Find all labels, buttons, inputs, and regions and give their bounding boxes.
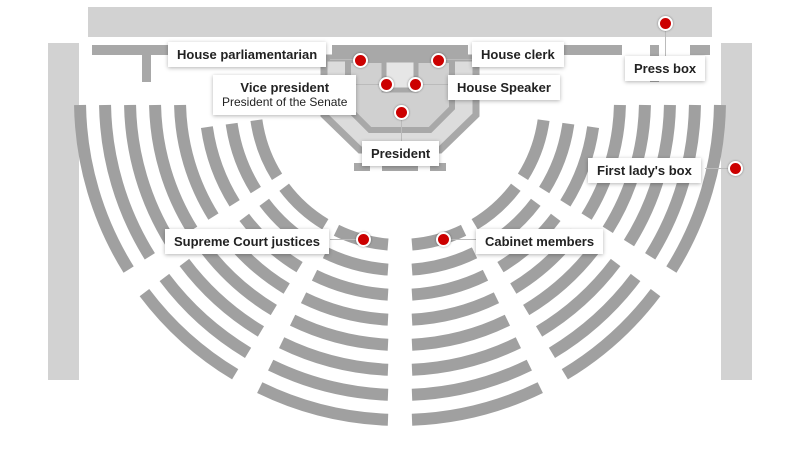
vice-president-subtitle: President of the Senate (222, 95, 348, 109)
seat-row-left (99, 104, 155, 260)
marker-house-parliamentarian[interactable] (353, 53, 368, 68)
seat-row-left (289, 314, 389, 351)
gallery-left (48, 43, 79, 380)
label-cabinet: Cabinet members (476, 229, 604, 254)
seat-row-right (411, 269, 489, 301)
seat-row-right (539, 122, 575, 194)
seat-row-left (257, 382, 389, 426)
seat-row-right (548, 273, 641, 359)
label-press-box: Press box (625, 56, 706, 81)
seat-row-left (250, 119, 283, 181)
seat-row-left (124, 104, 177, 247)
seat-row-right (535, 258, 621, 337)
marker-house-clerk[interactable] (431, 53, 446, 68)
marker-vice-president[interactable] (379, 77, 394, 92)
label-supreme-court: Supreme Court justices (165, 229, 329, 254)
seat-row-right (645, 104, 701, 260)
seat-row-left (322, 247, 389, 276)
label-house-parliamentarian: House parliamentarian (168, 42, 327, 67)
seat-row-right (411, 382, 543, 426)
seat-row-right (560, 126, 600, 207)
rostrum-steps (354, 163, 446, 171)
label-first-lady-box: First lady's box (588, 158, 701, 183)
seat-row-left (149, 104, 198, 234)
marker-cabinet[interactable] (436, 232, 451, 247)
seat-row-right (411, 337, 521, 376)
label-president: President (362, 141, 440, 166)
seat-row-left (179, 258, 265, 337)
seat-row-left (279, 183, 329, 230)
seat-row-left (300, 292, 389, 326)
seat-row-right (561, 288, 661, 380)
seating-rows (74, 104, 726, 426)
seat-row-left (74, 104, 134, 273)
marker-first-lady-box[interactable] (728, 161, 743, 176)
marker-supreme-court[interactable] (356, 232, 371, 247)
seat-row-right (411, 292, 500, 326)
seat-row-left (200, 126, 240, 207)
seat-row-right (411, 247, 478, 276)
speaker-desk (381, 57, 419, 93)
seat-row-left (311, 269, 389, 301)
seat-row-left (159, 273, 252, 359)
seat-row-right (411, 359, 532, 401)
seat-row-right (471, 183, 521, 230)
seat-row-left (279, 337, 389, 376)
label-house-clerk: House clerk (472, 42, 564, 67)
label-house-speaker: House Speaker (448, 75, 560, 100)
seat-row-right (517, 119, 550, 181)
marker-press-box[interactable] (658, 16, 673, 31)
gallery-right (721, 43, 752, 380)
gallery-top (88, 7, 712, 37)
seat-row-left (268, 359, 389, 401)
seat-row-left (225, 122, 261, 194)
seat-row-right (666, 104, 726, 273)
vice-president-title: Vice president (240, 80, 330, 95)
marker-president[interactable] (394, 105, 409, 120)
seat-row-left (174, 104, 219, 220)
seat-row-left (139, 288, 239, 380)
marker-house-speaker[interactable] (408, 77, 423, 92)
seat-row-right (411, 314, 511, 351)
